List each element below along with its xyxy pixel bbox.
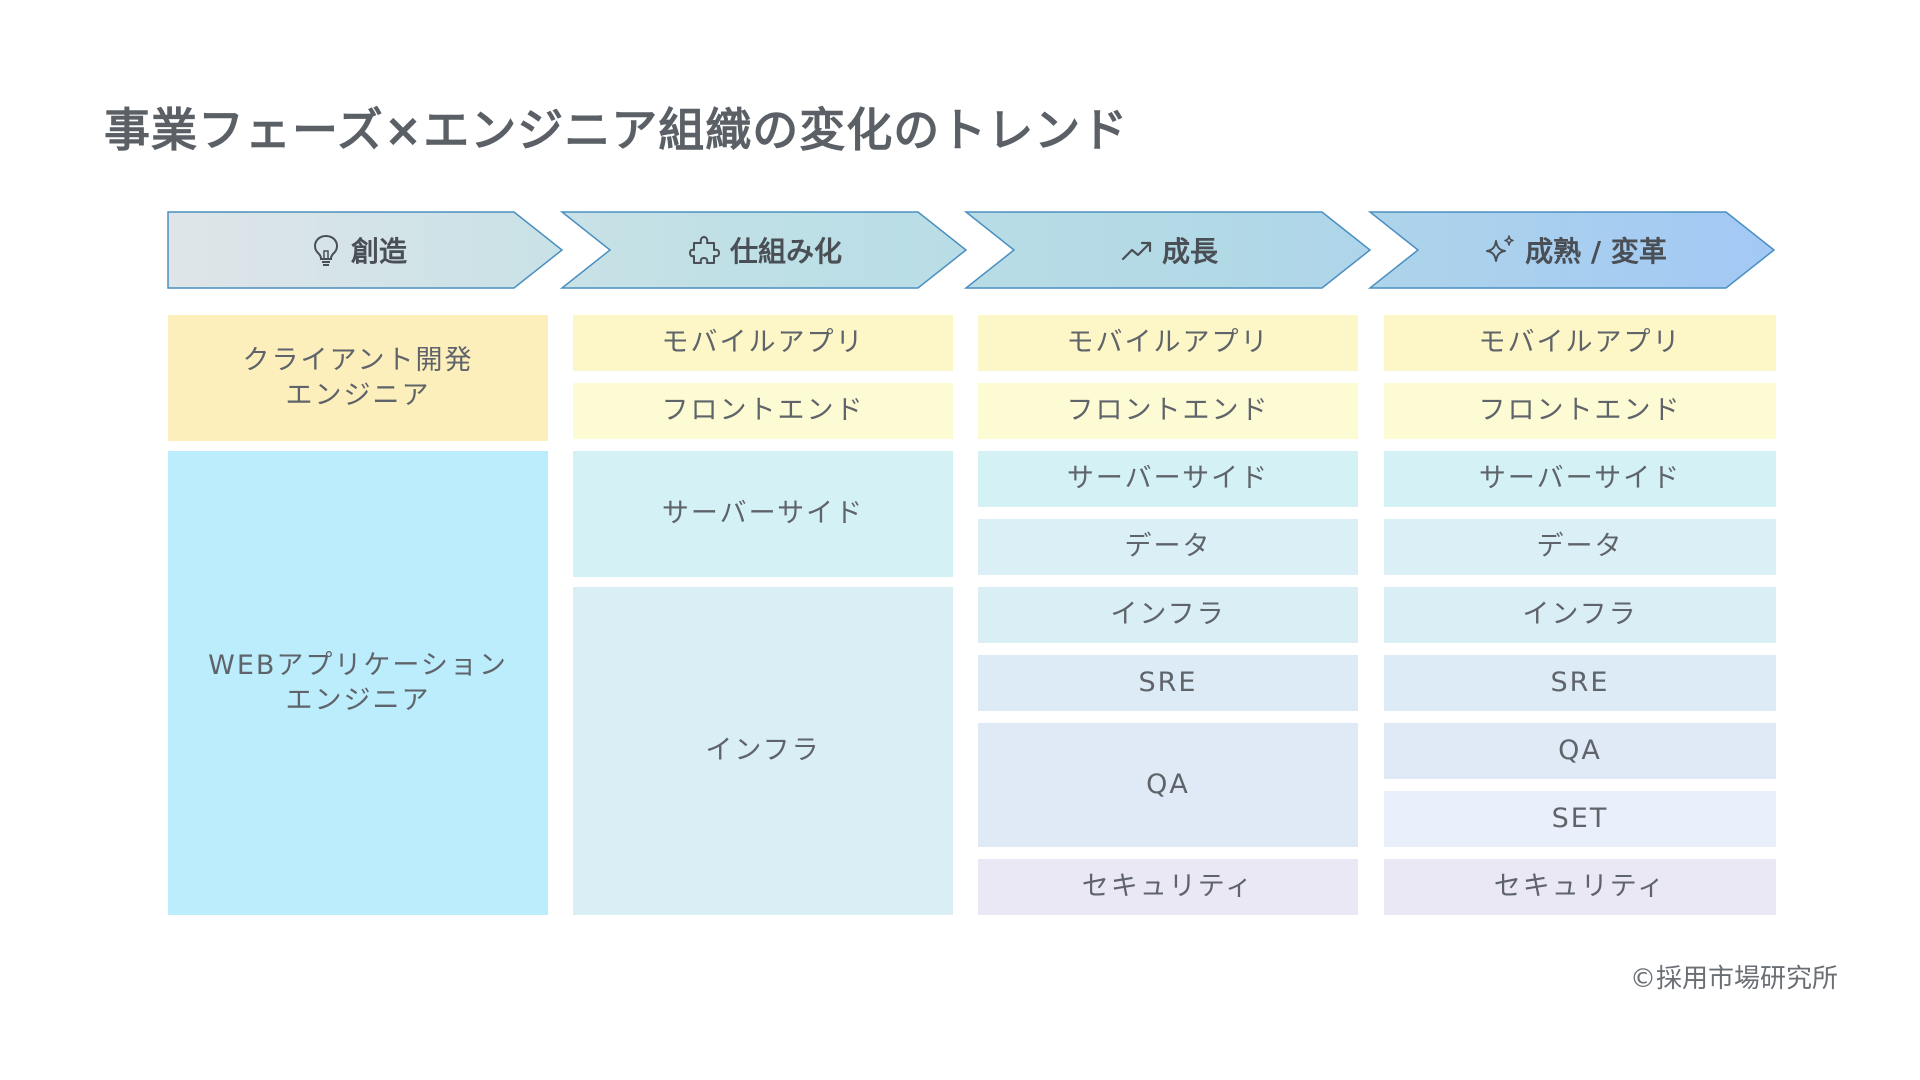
- copyright-text: ©採用市場研究所: [1629, 964, 1838, 994]
- role-cell-data: データ: [1384, 519, 1776, 575]
- page-title: 事業フェーズ×エンジニア組織の変化のトレンド: [104, 103, 1129, 157]
- role-cell-mobile: モバイルアプリ: [978, 315, 1358, 371]
- role-cell-serverside: サーバーサイド: [573, 451, 953, 577]
- role-cell-client-engineer: クライアント開発 エンジニア: [168, 315, 548, 441]
- phase-label-4: 成熟 / 変革: [1390, 212, 1760, 288]
- phase-label-text-2: 仕組み化: [729, 235, 842, 268]
- phase-arrow-2: [559, 211, 968, 289]
- role-cell-frontend: フロントエンド: [573, 383, 953, 439]
- phase-label-2: 仕組み化: [580, 212, 950, 288]
- phase-label-text-1: 創造: [350, 235, 407, 268]
- role-cell-sre: SRE: [1384, 655, 1776, 711]
- sparkle-icon: [1483, 233, 1517, 267]
- phase-label-3: 成長: [984, 212, 1354, 288]
- puzzle-icon: [688, 233, 722, 267]
- trend-up-icon: [1120, 233, 1154, 267]
- phase-label-text-4: 成熟 / 変革: [1525, 235, 1667, 268]
- phase-arrow-1: [167, 211, 564, 289]
- role-cell-qa: QA: [1384, 723, 1776, 779]
- role-cell-web-engineer: WEBアプリケーション エンジニア: [168, 451, 548, 915]
- role-cell-frontend: フロントエンド: [978, 383, 1358, 439]
- role-cell-infra: インフラ: [978, 587, 1358, 643]
- role-cell-serverside: サーバーサイド: [1384, 451, 1776, 507]
- role-cell-frontend: フロントエンド: [1384, 383, 1776, 439]
- phase-arrow-3: [963, 211, 1372, 289]
- role-cell-data: データ: [978, 519, 1358, 575]
- role-cell-qa: QA: [978, 723, 1358, 847]
- role-cell-infra: インフラ: [573, 587, 953, 915]
- phase-label-text-3: 成長: [1161, 235, 1218, 268]
- role-cell-set: SET: [1384, 791, 1776, 847]
- lightbulb-icon: [309, 233, 343, 267]
- phase-label-1: 創造: [168, 212, 548, 288]
- role-cell-security: セキュリティ: [1384, 859, 1776, 915]
- role-cell-sre: SRE: [978, 655, 1358, 711]
- role-cell-mobile: モバイルアプリ: [1384, 315, 1776, 371]
- role-cell-mobile: モバイルアプリ: [573, 315, 953, 371]
- role-cell-serverside: サーバーサイド: [978, 451, 1358, 507]
- role-cell-infra: インフラ: [1384, 587, 1776, 643]
- phase-arrow-4: [1367, 211, 1776, 289]
- role-cell-security: セキュリティ: [978, 859, 1358, 915]
